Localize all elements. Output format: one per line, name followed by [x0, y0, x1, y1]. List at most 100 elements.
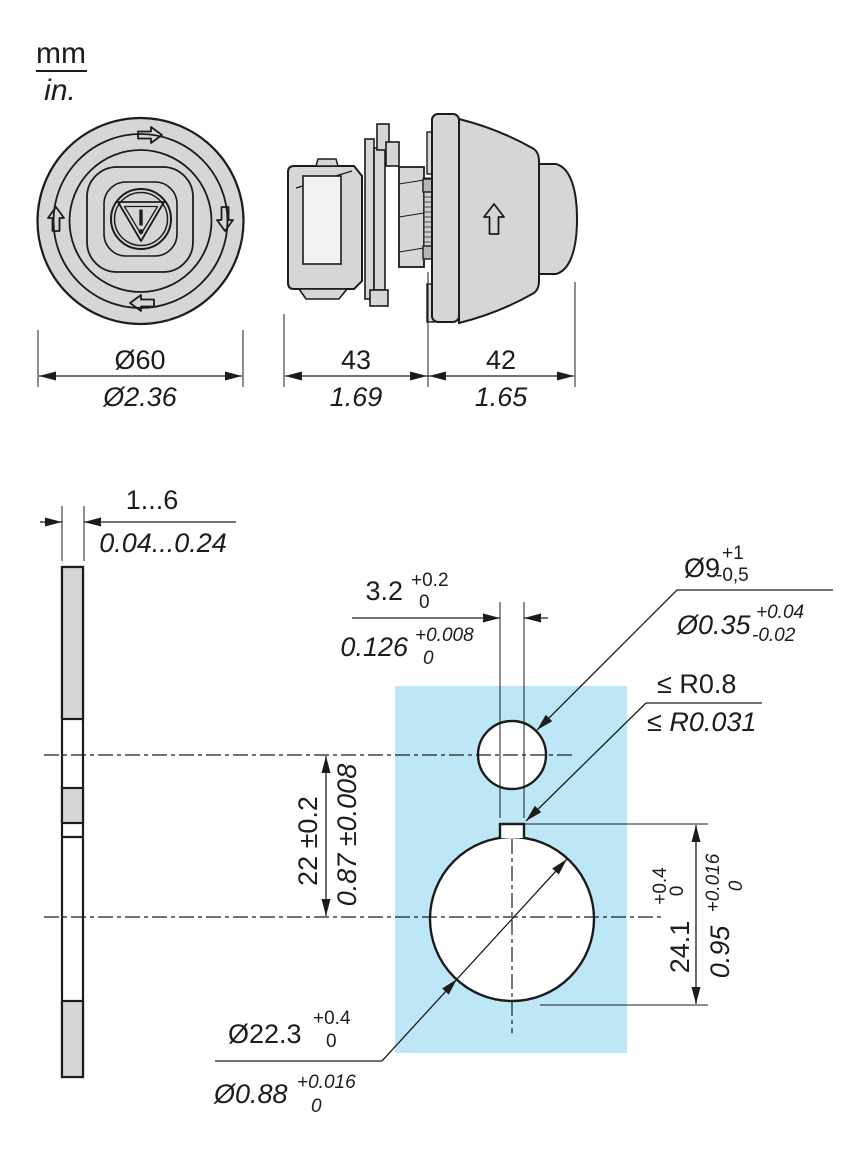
slot-width-mm: 3.2	[365, 576, 403, 606]
leader-line	[536, 589, 833, 731]
units-imperial-label: in.	[44, 74, 76, 107]
main-hole-mm: Ø22.3	[228, 1019, 302, 1049]
cutout-height-mm: 24.1	[665, 921, 695, 974]
main-hole-mm-plus: +0.4	[313, 1008, 351, 1029]
cutout-height-in: 0.95	[705, 925, 735, 979]
small-hole-in: Ø0.35	[676, 610, 752, 640]
small-hole-mm-minus: -0,5	[716, 565, 749, 586]
dim-arrowhead	[285, 371, 302, 381]
exclamation-dot	[138, 229, 144, 234]
units-legend: mm in.	[36, 37, 87, 107]
front-inner-ring	[68, 149, 213, 293]
dim-arrowhead	[321, 899, 331, 916]
emergency-release-symbol-icon	[110, 188, 172, 250]
front-rounded-square-inner	[103, 181, 178, 257]
dim-side-lengths: 43 1.69 42 1.65	[283, 272, 576, 412]
leader-arrowhead	[552, 859, 567, 875]
dim-hole-center-distance: 22 ±0.2 0.87 ±0.008	[293, 756, 362, 916]
panel-strip-segment	[60, 786, 85, 825]
dim-arrowhead	[557, 371, 574, 381]
panel-thickness-in: 0.04...0.24	[99, 528, 227, 558]
contact-block-window	[302, 175, 342, 265]
head-length-mm: 42	[486, 345, 516, 375]
dim-arrowhead	[321, 756, 331, 773]
cutout-height-in-minus: 0	[726, 880, 747, 891]
dim-arrowhead	[691, 987, 701, 1004]
leader-arrowhead	[442, 979, 457, 995]
mounting-plate-inner	[373, 147, 386, 291]
units-metric-label: mm	[36, 37, 86, 70]
notch-fill	[501, 825, 523, 838]
dim-arrowhead	[225, 371, 242, 381]
small-hole-mm: Ø9	[684, 553, 720, 583]
contact-block-foot	[297, 288, 349, 300]
dim-arrowhead	[429, 371, 446, 381]
panel-strip-segment	[60, 565, 85, 721]
panel-cross-section	[60, 565, 85, 1079]
head-flange	[431, 113, 460, 323]
symbol-circle-inner	[113, 191, 169, 247]
dim-corner-radius: ≤ R0.8 ≤ R0.031	[525, 669, 762, 822]
main-hole-in: Ø0.88	[213, 1079, 288, 1109]
symbol-triangle-inner	[123, 205, 159, 235]
notch-outline	[498, 822, 526, 838]
corner-radius-in: ≤ R0.031	[647, 707, 756, 737]
dim-small-hole: Ø9 +1 -0,5 Ø0.35 +0.04 -0.02	[536, 543, 833, 731]
dim-arrowhead	[410, 371, 427, 381]
main-hole-notch	[498, 822, 526, 838]
dim-main-hole: Ø22.3 +0.4 0 Ø0.88 +0.016 0	[213, 858, 568, 1117]
arrow-right-icon	[137, 126, 163, 144]
front-diameter-in: Ø2.36	[102, 382, 178, 412]
slot-width-in-plus: +0.008	[415, 625, 474, 646]
dim-arrowhead	[483, 613, 500, 623]
small-hole-in-plus: +0.04	[756, 602, 804, 623]
dim-arrowhead	[45, 517, 62, 527]
dim-arrowhead	[84, 517, 101, 527]
dim-cutout-height: 24.1 +0.4 0 0.95 +0.016 0	[524, 823, 747, 1006]
mounting-plate	[364, 138, 375, 300]
hole-distance-in: 0.87 ±0.008	[332, 764, 362, 906]
slot-width-mm-minus: 0	[419, 592, 430, 613]
cutout-height-in-plus: +0.016	[703, 853, 724, 912]
main-hole-in-plus: +0.016	[297, 1072, 356, 1093]
collar-tooth-line	[398, 212, 425, 218]
collar-tooth-line	[398, 247, 425, 253]
main-hole-in-minus: 0	[311, 1096, 322, 1117]
front-rounded-square-outer	[86, 166, 194, 273]
head-length-in: 1.65	[475, 382, 529, 412]
front-view	[36, 116, 245, 326]
leader-arrowhead	[537, 714, 553, 730]
anti-rotation-tab	[385, 141, 400, 167]
leader-line	[525, 702, 762, 822]
arrow-down-icon	[216, 206, 234, 232]
small-hole-in-minus: -0.02	[752, 625, 796, 646]
body-length-in: 1.69	[330, 382, 383, 412]
slot-width-in: 0.126	[340, 632, 409, 662]
corner-radius-mm: ≤ R0.8	[657, 669, 736, 699]
dim-front-diameter: Ø60 Ø2.36	[37, 330, 244, 412]
leader-arrowhead	[526, 805, 542, 821]
leader-line	[215, 858, 568, 1062]
small-hole-mm-plus: +1	[722, 543, 744, 564]
contact-block-latch	[315, 158, 339, 167]
dim-arrowhead	[691, 825, 701, 842]
main-hole-mm-minus: 0	[326, 1031, 337, 1052]
head-up-arrow-icon	[483, 203, 505, 235]
hole-distance-mm: 22 ±0.2	[293, 796, 323, 886]
mushroom-cap	[538, 163, 579, 275]
panel-thickness-mm: 1...6	[126, 485, 179, 515]
symbol-triangle-outer	[117, 201, 165, 242]
dim-panel-thickness: 1...6 0.04...0.24	[40, 485, 236, 561]
collar-tooth-line	[398, 179, 425, 185]
front-diameter-mm: Ø60	[114, 345, 165, 375]
dim-arrowhead	[39, 371, 56, 381]
panel-strip-segment	[60, 999, 85, 1079]
dim-arrowhead	[524, 613, 541, 623]
slot-width-in-minus: 0	[423, 648, 434, 669]
mounting-plate-foot	[369, 289, 389, 307]
arrow-left-icon	[129, 294, 155, 312]
cutout-height-mm-plus: +0.4	[650, 867, 671, 905]
arrow-up-icon	[47, 206, 65, 232]
